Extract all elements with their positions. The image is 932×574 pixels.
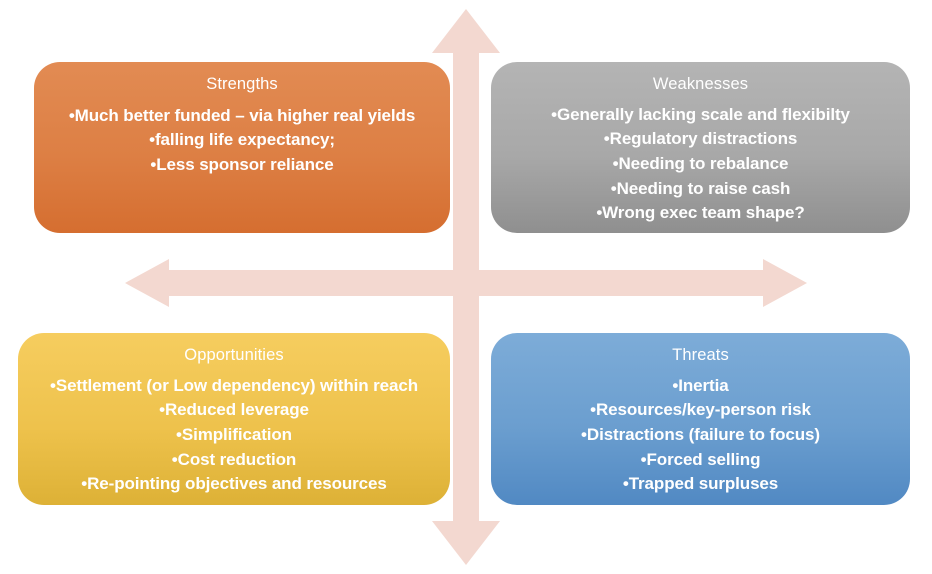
- list-item: •Wrong exec team shape?: [505, 201, 896, 226]
- axis-vertical-shaft: [453, 38, 479, 536]
- list-item-label: Simplification: [181, 424, 292, 444]
- axis-arrowhead-right: [763, 259, 807, 307]
- list-item: •Needing to raise cash: [505, 177, 896, 202]
- bullet-icon: •: [672, 375, 679, 395]
- bullet-icon: •: [640, 449, 647, 469]
- list-item-label: Re-pointing objectives and resources: [87, 474, 387, 494]
- list-item: •Less sponsor reliance: [48, 153, 436, 178]
- list-item: •Resources/key-person risk: [505, 398, 896, 423]
- list-item: •Needing to rebalance: [505, 152, 896, 177]
- list-item-label: Settlement (or Low dependency) within re…: [55, 375, 419, 395]
- bullet-icon: •: [171, 449, 178, 469]
- quadrant-strengths-list: •Much better funded – via higher real yi…: [48, 104, 436, 178]
- list-item-label: Reduced leverage: [164, 400, 309, 420]
- axis-arrowhead-left: [125, 259, 169, 307]
- list-item-label: Cost reduction: [177, 449, 297, 469]
- bullet-icon: •: [612, 153, 619, 173]
- list-item: •Forced selling: [505, 448, 896, 473]
- bullet-icon: •: [149, 130, 155, 150]
- quadrant-opportunities-title: Opportunities: [184, 346, 284, 364]
- list-item: •Generally lacking scale and flexibilty: [505, 103, 896, 128]
- list-item-label: Inertia: [678, 375, 729, 395]
- bullet-icon: •: [581, 424, 587, 444]
- list-item: •Trapped surpluses: [505, 472, 896, 497]
- list-item-label: Regulatory distractions: [609, 129, 798, 149]
- list-item: •falling life expectancy;: [48, 128, 436, 153]
- axis-arrowhead-down: [432, 521, 500, 565]
- list-item: •Regulatory distractions: [505, 127, 896, 152]
- quadrant-threats-list: •Inertia •Resources/key-person risk •Dis…: [505, 374, 896, 497]
- bullet-icon: •: [176, 424, 182, 444]
- list-item: •Simplification: [32, 423, 436, 448]
- quadrant-weaknesses-list: •Generally lacking scale and flexibilty …: [505, 103, 896, 226]
- quadrant-weaknesses-title: Weaknesses: [652, 75, 749, 93]
- bullet-icon: •: [68, 105, 75, 125]
- bullet-icon: •: [610, 178, 617, 198]
- bullet-icon: •: [150, 154, 157, 174]
- list-item-label: falling life expectancy;: [154, 130, 335, 150]
- list-item-label: Resources/key-person risk: [596, 400, 811, 420]
- quadrant-strengths-title: Strengths: [206, 75, 278, 93]
- quadrant-weaknesses[interactable]: Weaknesses •Generally lacking scale and …: [491, 62, 910, 233]
- bullet-icon: •: [159, 400, 165, 420]
- list-item-label: Much better funded – via higher real yie…: [74, 105, 416, 125]
- list-item: •Much better funded – via higher real yi…: [48, 104, 436, 129]
- list-item: •Re-pointing objectives and resources: [32, 472, 436, 497]
- bullet-icon: •: [603, 129, 610, 149]
- bullet-icon: •: [49, 375, 56, 395]
- list-item-label: Distractions (failure to focus): [586, 424, 820, 444]
- list-item-label: Wrong exec team shape?: [602, 203, 805, 223]
- bullet-icon: •: [622, 474, 629, 494]
- list-item-label: Needing to rebalance: [618, 153, 789, 173]
- list-item-label: Less sponsor reliance: [156, 154, 334, 174]
- bullet-icon: •: [590, 400, 596, 420]
- bullet-icon: •: [596, 203, 603, 223]
- list-item: •Settlement (or Low dependency) within r…: [32, 374, 436, 399]
- list-item-label: Trapped surpluses: [628, 474, 779, 494]
- axis-arrowhead-up: [432, 9, 500, 53]
- bullet-icon: •: [81, 474, 88, 494]
- axis-horizontal-shaft: [155, 270, 777, 296]
- quadrant-strengths[interactable]: Strengths •Much better funded – via high…: [34, 62, 450, 233]
- bullet-icon: •: [551, 104, 557, 124]
- list-item: •Cost reduction: [32, 448, 436, 473]
- list-item: •Reduced leverage: [32, 398, 436, 423]
- quadrant-threats-title: Threats: [672, 346, 729, 364]
- list-item-label: Forced selling: [646, 449, 761, 469]
- list-item-label: Needing to raise cash: [616, 178, 791, 198]
- quadrant-opportunities-list: •Settlement (or Low dependency) within r…: [32, 374, 436, 497]
- list-item: •Distractions (failure to focus): [505, 423, 896, 448]
- list-item: •Inertia: [505, 374, 896, 399]
- list-item-label: Generally lacking scale and flexibilty: [556, 104, 850, 124]
- quadrant-threats[interactable]: Threats •Inertia •Resources/key-person r…: [491, 333, 910, 505]
- quadrant-opportunities[interactable]: Opportunities •Settlement (or Low depend…: [18, 333, 450, 505]
